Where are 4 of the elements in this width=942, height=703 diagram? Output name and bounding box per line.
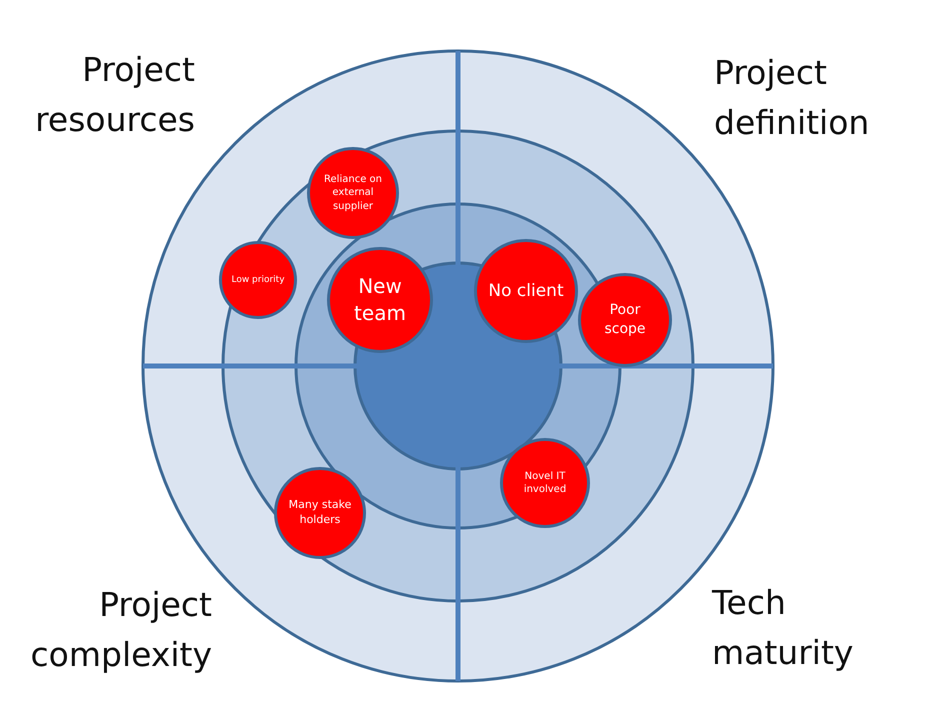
quadrant-label: Project definition: [714, 52, 870, 144]
quadrant-label: Project resources: [34, 49, 195, 141]
quadrant-label: Project complexity: [30, 584, 212, 676]
quadrant-label: Tech maturity: [712, 582, 854, 674]
